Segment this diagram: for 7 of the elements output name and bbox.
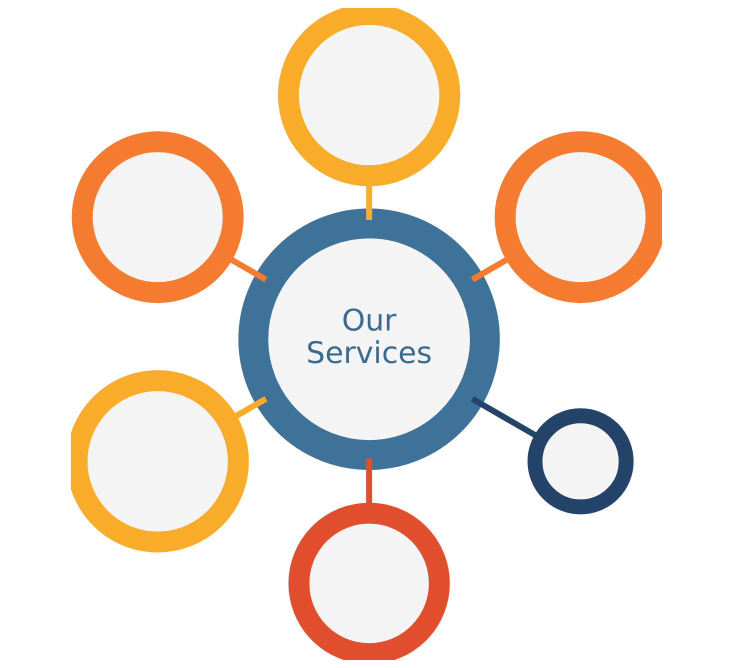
node-circle (528, 408, 634, 514)
node-circle: Our Services (238, 208, 500, 470)
node-circle (278, 8, 460, 186)
node-circle (494, 131, 662, 304)
node-circle (72, 131, 244, 304)
node-circle (288, 502, 450, 660)
node-circle (71, 370, 249, 552)
